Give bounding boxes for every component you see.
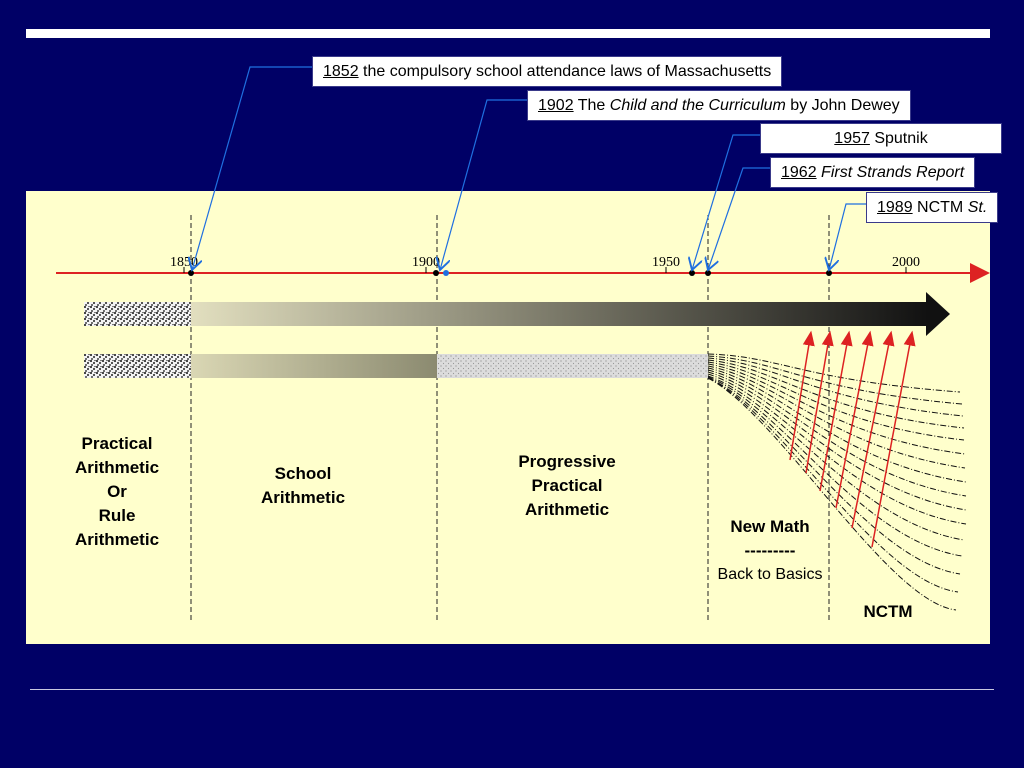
- callout-year: 1989: [877, 199, 913, 216]
- era-school-arithmetic: School Arithmetic: [260, 464, 346, 507]
- callout-1957: 1957 Sputnik: [760, 123, 1002, 154]
- bottom-era-bar: [84, 354, 708, 378]
- callout-leaders: [192, 66, 866, 270]
- callout-title: Child and the Curriculum: [609, 97, 786, 114]
- era-dividers: [190, 215, 830, 623]
- callout-1902: 1902 The Child and the Curriculum by Joh…: [527, 90, 911, 121]
- era-nctm: NCTM: [863, 602, 913, 621]
- era-new-math: New Math --------- Back to Basics: [717, 517, 823, 583]
- leader-1852: [192, 66, 312, 270]
- bottom-rule: [30, 689, 994, 690]
- callout-year: 1852: [323, 63, 359, 80]
- callout-text: the compulsory school attendance laws of…: [358, 63, 772, 80]
- nctm-arrow-1: [789, 330, 815, 461]
- era-progressive-practical-arithmetic: Progressive Practical Arithmetic: [518, 452, 616, 519]
- top-progress-arrow: [84, 292, 950, 336]
- nctm-arrow-2: [805, 330, 834, 474]
- callout-year: 1962: [781, 164, 817, 181]
- callout-1962: 1962 First Strands Report: [770, 157, 976, 188]
- callout-text: The: [573, 97, 610, 114]
- callout-1852: 1852 the compulsory school attendance la…: [312, 56, 783, 87]
- callout-text: NCTM: [912, 199, 968, 216]
- leader-1962: [708, 167, 771, 270]
- nctm-arrow-3: [819, 330, 853, 492]
- nctm-arrow-6: [871, 330, 916, 548]
- leader-1902: [440, 99, 527, 270]
- nctm-arrow-4: [835, 330, 874, 509]
- callout-title: First Strands Report: [821, 164, 965, 181]
- callout-year: 1957: [834, 130, 870, 147]
- callout-text-after: by John Dewey: [785, 97, 900, 114]
- callout-title: St.: [967, 199, 988, 216]
- era-practical-arithmetic: Practical Arithmetic Or Rule Arithmetic: [74, 434, 160, 549]
- top-rule: [26, 29, 990, 38]
- callout-year: 1902: [538, 97, 574, 114]
- tick-label-2000: 2000: [892, 255, 920, 270]
- callout-text: Sputnik: [869, 130, 928, 147]
- nctm-arrows: [789, 330, 916, 548]
- tick-label-1900: 1900: [412, 255, 440, 270]
- timeline-ticks: [183, 267, 907, 273]
- callout-1989: 1989 NCTM St.: [866, 192, 999, 223]
- leader-1957: [692, 134, 760, 270]
- nctm-arrow-5: [851, 330, 895, 529]
- fraying-strands: [707, 353, 967, 611]
- leader-1989: [829, 203, 866, 270]
- tick-label-1950: 1950: [652, 255, 680, 270]
